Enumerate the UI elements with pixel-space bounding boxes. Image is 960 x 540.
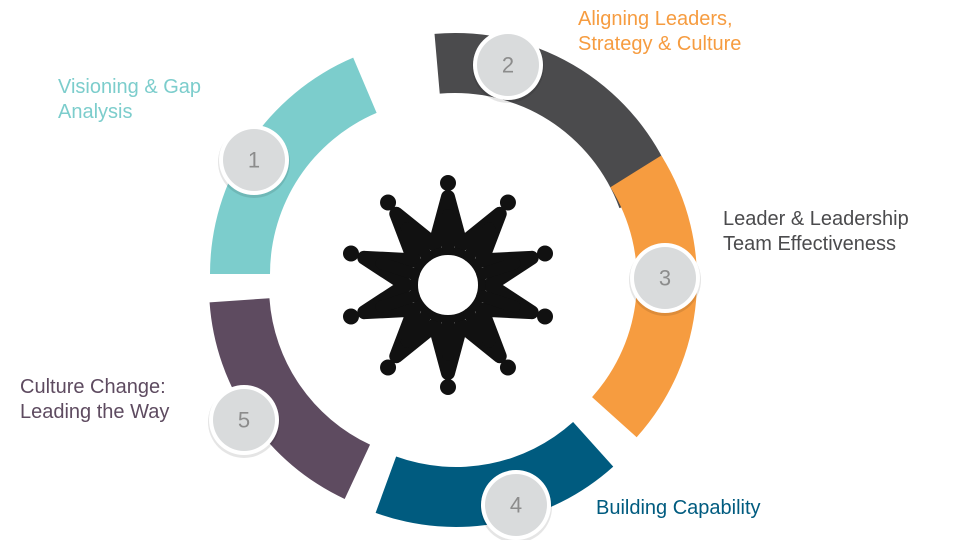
- badge-circle-4: [485, 474, 547, 536]
- stage-label-4: Building Capability: [596, 497, 761, 519]
- step-badge-1: 1: [218, 125, 290, 198]
- badge-circle-5: [213, 389, 275, 451]
- ring-segment-4: [375, 422, 614, 527]
- ring-segment-1: [210, 57, 377, 274]
- stage-label-2: Aligning Leaders, Strategy & Culture: [578, 8, 742, 55]
- step-number-1: 1: [248, 148, 260, 173]
- step-badge-3: 3: [629, 243, 701, 316]
- step-badge-5: 5: [208, 385, 280, 458]
- step-number-4: 4: [510, 493, 522, 518]
- ring-segment-5: [209, 298, 371, 499]
- step-badges: 1 2 3 4 5: [208, 30, 701, 540]
- step-number-5: 5: [238, 408, 250, 433]
- step-badge-4: 4: [480, 470, 552, 540]
- stage-label-5: Culture Change: Leading the Way: [20, 376, 170, 423]
- stage-label-3: Leader & Leadership Team Effectiveness: [723, 208, 909, 255]
- step-number-2: 2: [502, 53, 514, 78]
- stage-label-1: Visioning & Gap Analysis: [58, 76, 202, 123]
- badge-circle-1: [223, 129, 285, 191]
- people-circle-icon: [342, 175, 554, 395]
- badge-circle-2: [477, 34, 539, 96]
- step-number-3: 3: [659, 266, 671, 291]
- badge-circle-3: [634, 247, 696, 309]
- cycle-ring: [209, 33, 698, 527]
- step-badge-2: 2: [472, 30, 544, 103]
